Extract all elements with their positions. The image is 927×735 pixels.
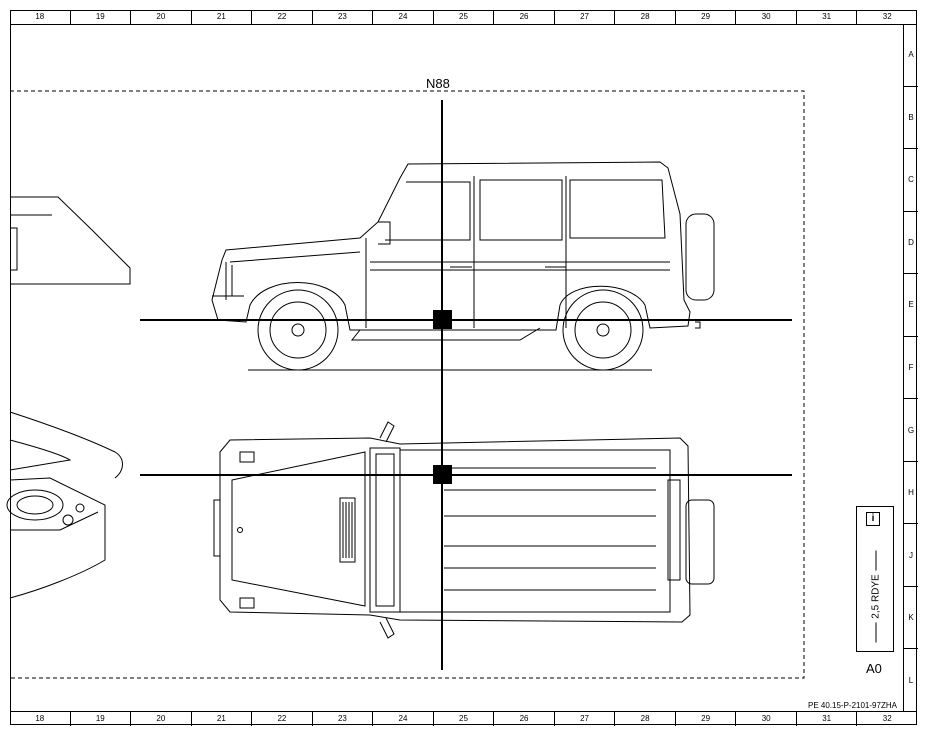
vehicle-side-view — [211, 161, 715, 371]
grid-column-top-23: 23 — [313, 10, 374, 24]
partial-detail-lower — [6, 411, 123, 599]
document-reference: PE 40.15-P-2101-97ZHA — [808, 701, 897, 710]
partial-detail-upper — [10, 196, 131, 285]
grid-row-K: K — [904, 587, 918, 650]
grid-row-G: G — [904, 399, 918, 462]
component-callout: N88 — [426, 76, 450, 91]
grid-column-bottom-19: 19 — [71, 712, 132, 726]
grid-column-bottom-20: 20 — [131, 712, 192, 726]
grid-column-bottom-22: 22 — [252, 712, 313, 726]
grid-row-H: H — [904, 462, 918, 525]
grid-column-bottom-30: 30 — [736, 712, 797, 726]
vehicle-top-view — [213, 421, 715, 639]
grid-column-top-19: 19 — [71, 10, 132, 24]
grid-column-top-31: 31 — [797, 10, 858, 24]
locator-marker-side — [433, 310, 452, 329]
grid-column-bottom-21: 21 — [192, 712, 253, 726]
grid-column-top-30: 30 — [736, 10, 797, 24]
grid-column-bottom-23: 23 — [313, 712, 374, 726]
grid-column-top-29: 29 — [676, 10, 737, 24]
grid-column-bottom-29: 29 — [676, 712, 737, 726]
grid-row-F: F — [904, 337, 918, 400]
grid-column-top-20: 20 — [131, 10, 192, 24]
grid-column-top-21: 21 — [192, 10, 253, 24]
grid-column-top-24: 24 — [373, 10, 434, 24]
grid-column-top-32: 32 — [882, 12, 892, 21]
drawing-frame — [10, 10, 917, 725]
wire-legend-box: i 2,5 RDYE — [856, 506, 894, 652]
grid-column-bottom-18: 18 — [10, 712, 71, 726]
grid-column-top-28: 28 — [615, 10, 676, 24]
grid-column-top-18: 18 — [10, 10, 71, 24]
wire-label: 2,5 RDYE — [871, 538, 882, 656]
grid-column-top-22: 22 — [252, 10, 313, 24]
component-locator — [140, 100, 792, 670]
grid-row-J: J — [904, 524, 918, 587]
grid-column-top-25: 25 — [434, 10, 495, 24]
view-boundary — [10, 90, 805, 679]
grid-column-bottom-32: 32 — [882, 714, 892, 723]
grid-column-bottom-27: 27 — [555, 712, 616, 726]
grid-row-B: B — [904, 87, 918, 150]
grid-column-bottom-26: 26 — [494, 712, 555, 726]
grid-row-D: D — [904, 212, 918, 275]
grid-column-bottom-31: 31 — [797, 712, 858, 726]
grid-column-top-26: 26 — [494, 10, 555, 24]
info-icon: i — [866, 512, 880, 526]
grid-row-E: E — [904, 274, 918, 337]
grid-column-bottom-28: 28 — [615, 712, 676, 726]
grid-row-L: L — [908, 675, 914, 685]
variant-label: A0 — [866, 661, 882, 676]
grid-row-C: C — [904, 149, 918, 212]
grid-column-top-27: 27 — [555, 10, 616, 24]
grid-column-bottom-24: 24 — [373, 712, 434, 726]
grid-column-bottom-25: 25 — [434, 712, 495, 726]
locator-marker-top — [433, 465, 452, 484]
grid-row-A: A — [904, 24, 918, 87]
